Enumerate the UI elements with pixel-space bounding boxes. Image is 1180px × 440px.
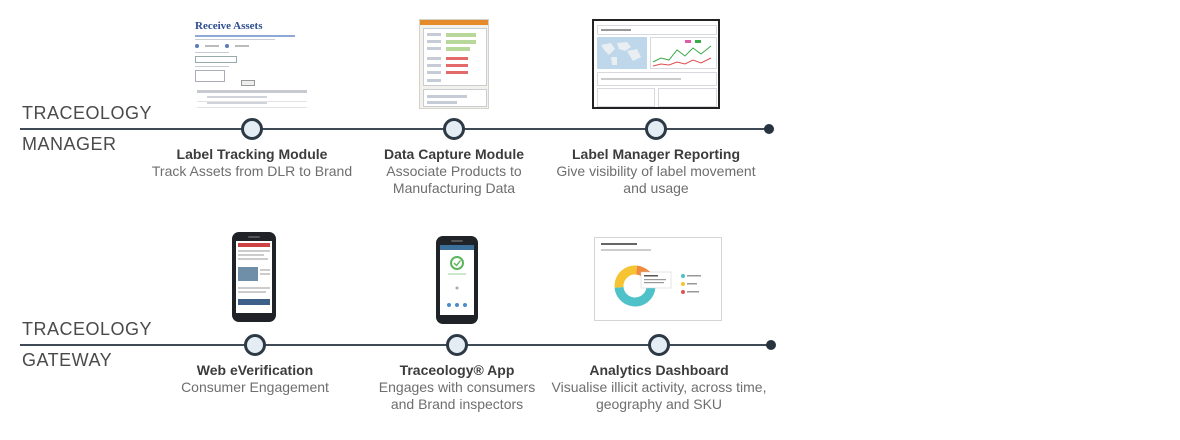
module-desc: Visualise illicit activity, across time, [551,379,767,395]
app-screen-icon [447,256,467,307]
module-title: Label Manager Reporting [571,146,741,162]
section-label-gateway-line1: TRACEOLOGY [22,319,153,339]
module-desc: and usage [623,180,689,196]
gateway-node-1 [244,334,266,356]
module-desc: Engages with consumers [378,379,536,395]
module-title: Web eVerification [196,362,314,378]
module-analytics-dashboard: Analytics Dashboard Visualise illicit ac… [544,361,774,413]
web-everification-phone [232,232,276,322]
manager-timeline [20,128,768,130]
section-label-manager-line2: MANAGER [22,134,117,154]
module-desc: Track Assets from DLR to Brand [151,163,353,179]
module-desc: Give visibility of label movement [556,163,756,179]
receive-assets-heading: Receive Assets [195,20,263,32]
gateway-node-3 [648,334,670,356]
module-title: Data Capture Module [383,146,524,162]
module-web-everification: Web eVerification Consumer Engagement [140,361,370,396]
gateway-timeline [20,344,770,346]
gateway-node-2 [446,334,468,356]
module-label-tracking: Label Tracking Module Track Assets from … [137,145,367,180]
module-title: Label Tracking Module [176,146,328,162]
line-chart-icon [652,40,712,67]
module-desc: Associate Products to [386,163,522,179]
section-label-manager-line1: TRACEOLOGY [22,103,153,123]
manager-node-1 [241,118,263,140]
traceology-app-phone [436,236,478,324]
module-desc: geography and SKU [595,396,723,412]
module-traceology-app: Traceology® App Engages with consumers a… [342,361,572,413]
section-label-gateway-line2: GATEWAY [22,350,113,370]
manager-node-2 [443,118,465,140]
module-desc: and Brand inspectors [390,396,524,412]
analytics-dashboard-screenshot [594,237,722,321]
donut-chart-icon [614,265,701,307]
manager-timeline-end [764,124,774,134]
reporting-screenshot [592,19,720,109]
world-map-icon [601,42,641,65]
manager-node-3 [645,118,667,140]
module-title: Traceology® App [399,362,515,378]
receive-assets-screenshot: Receive Assets [193,18,311,108]
gateway-timeline-end [766,340,776,350]
data-capture-screenshot [419,19,489,109]
module-label-reporting: Label Manager Reporting Give visibility … [541,145,771,197]
module-desc: Manufacturing Data [392,180,516,196]
module-data-capture: Data Capture Module Associate Products t… [339,145,569,197]
module-title: Analytics Dashboard [589,362,729,378]
module-desc: Consumer Engagement [181,379,329,395]
